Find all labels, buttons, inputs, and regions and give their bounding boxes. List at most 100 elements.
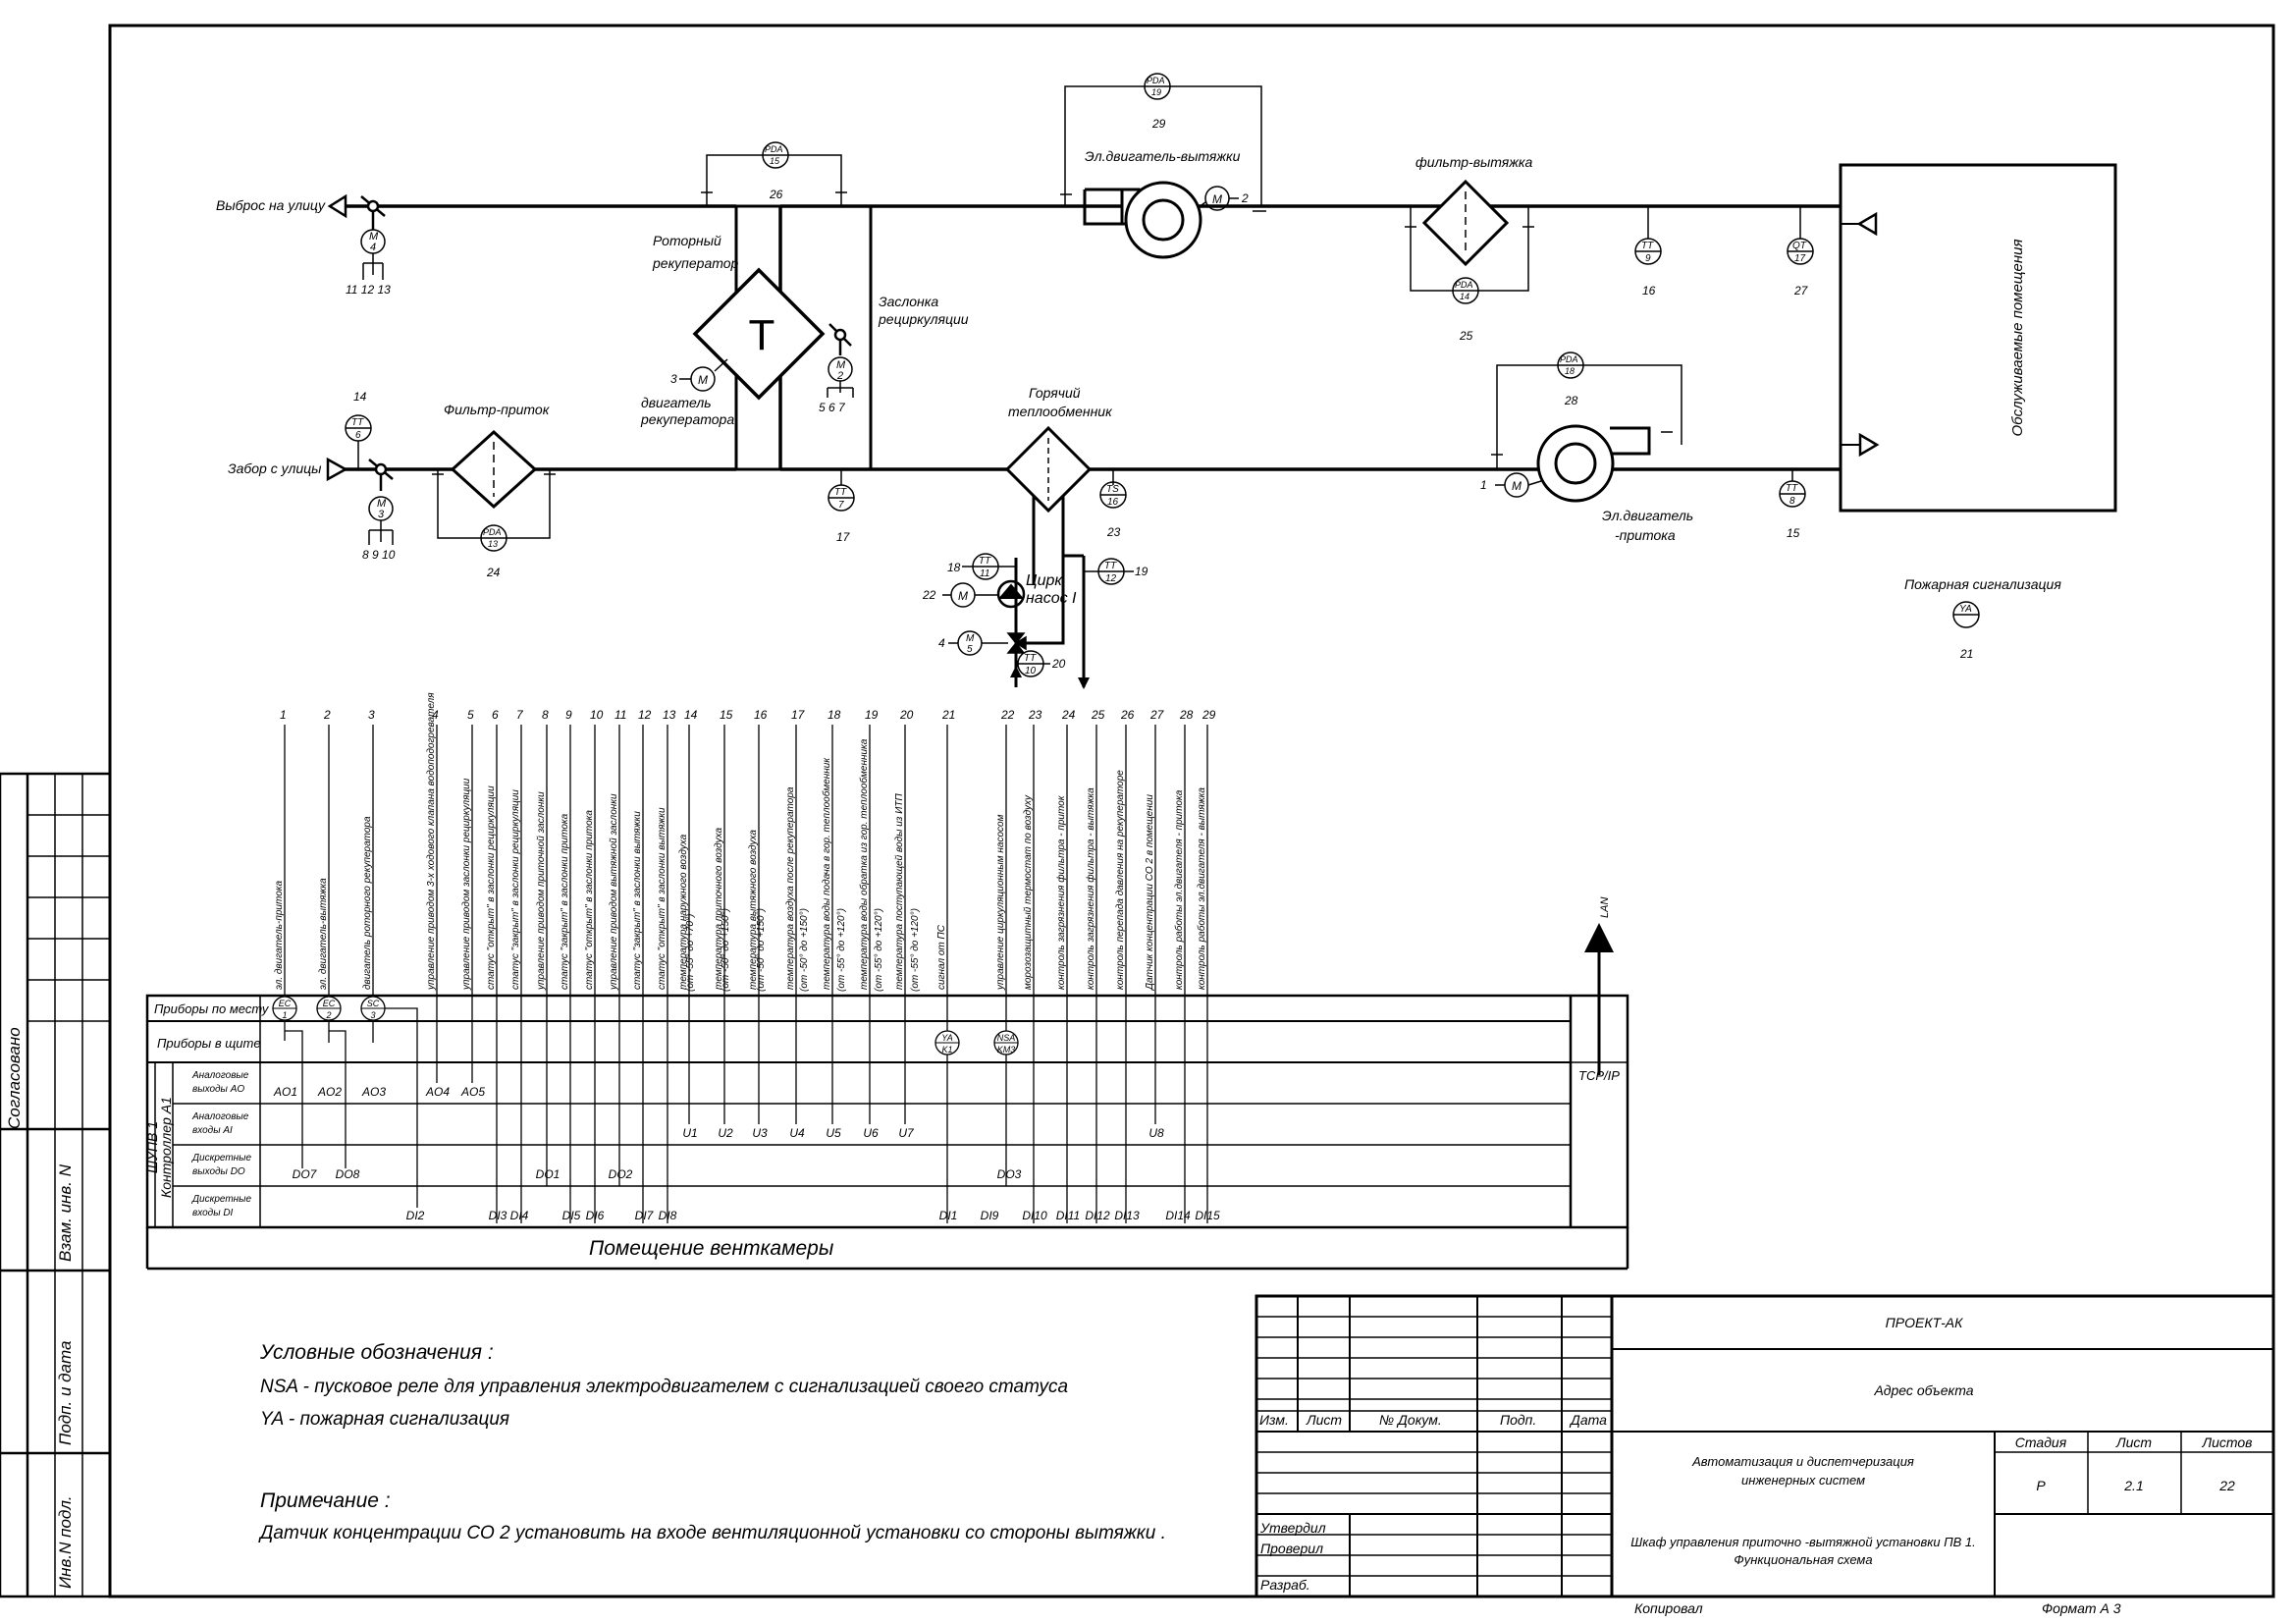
filter-supply-label: Фильтр-приток xyxy=(444,402,551,417)
qt17-channel: 27 xyxy=(1793,284,1809,298)
pda15-type: PDA xyxy=(765,144,783,154)
motor-m4 xyxy=(360,229,386,280)
ai-u2: U2 xyxy=(718,1126,733,1140)
column-desc-21: сигнал от ПС xyxy=(936,924,947,990)
tb-list: Лист xyxy=(1306,1412,1342,1428)
room-ventchamber-label: Помещение венткамеры xyxy=(589,1237,834,1260)
di-di11: DI11 xyxy=(1056,1209,1080,1222)
di-di15: DI15 xyxy=(1195,1209,1220,1222)
column-number-14: 14 xyxy=(684,708,698,722)
rec-motor-label-1: двигатель xyxy=(641,395,712,410)
tb-sheet: 2.1 xyxy=(2123,1478,2143,1493)
local-device-3-num: 3 xyxy=(370,1010,375,1020)
di-di5: DI5 xyxy=(562,1209,581,1222)
note-text: Датчик концентрации CO 2 установить на в… xyxy=(258,1523,1166,1543)
m4-num: 4 xyxy=(370,242,376,253)
column-desc-23: морозозащитный термостат по воздуху xyxy=(1023,794,1034,990)
tt9-type: TT xyxy=(1641,241,1654,251)
damper-exhaust xyxy=(360,195,386,230)
tt8-sensor xyxy=(1779,469,1806,508)
tt12-sensor xyxy=(1084,558,1134,585)
tcpip-label: TCP/IP xyxy=(1578,1068,1620,1083)
di-di8: DI8 xyxy=(659,1209,677,1222)
tt8-num: 8 xyxy=(1789,496,1795,507)
tt9-channel: 16 xyxy=(1642,284,1656,298)
tb-address: Адрес объекта xyxy=(1873,1382,1973,1398)
tt6-type: TT xyxy=(351,417,364,428)
column-desc-7: статус "закрыт" в заслонки рециркуляции xyxy=(510,789,521,990)
ya21-type: YA xyxy=(1959,604,1972,615)
tb-developed: Разраб. xyxy=(1260,1577,1310,1593)
column-number-25: 25 xyxy=(1091,708,1105,722)
column-number-27: 27 xyxy=(1149,708,1165,722)
range-20: (от -55° до +120°) xyxy=(910,908,921,992)
column-number-24: 24 xyxy=(1061,708,1076,722)
do-do1: DO1 xyxy=(536,1167,561,1181)
ao-ao5: AO5 xyxy=(460,1085,485,1099)
m3-num: 3 xyxy=(378,509,385,520)
m3-label: M xyxy=(377,498,387,510)
column-desc-18: температура воды подача в гор. теплообме… xyxy=(821,757,832,990)
column-desc-16: температура вытяжного воздуха xyxy=(748,830,759,990)
pda18-channel: 28 xyxy=(1564,394,1578,407)
column-number-20: 20 xyxy=(899,708,914,722)
exhaust-motor-label: Эл.двигатель-вытяжки xyxy=(1085,148,1241,164)
recuperator-label-2: рекуператор xyxy=(652,255,739,271)
pda14-sensor xyxy=(1405,206,1534,304)
tb-checked: Проверил xyxy=(1260,1541,1323,1556)
di-di3: DI3 xyxy=(489,1209,507,1222)
m5-channel: 4 xyxy=(938,636,945,650)
legend-ya: YA - пожарная сигнализация xyxy=(260,1409,509,1430)
lan-label: LAN xyxy=(1599,897,1611,918)
ai-u5: U5 xyxy=(826,1126,841,1140)
tt11-channel: 18 xyxy=(947,561,961,574)
tb-izm: Изм. xyxy=(1259,1412,1289,1428)
pda15-channel: 26 xyxy=(769,188,783,201)
di-di14: DI14 xyxy=(1165,1209,1191,1222)
m2-channels: 5 6 7 xyxy=(819,401,846,414)
panel-device-nsa-num: KM3 xyxy=(997,1045,1016,1055)
damper-intake xyxy=(368,459,394,491)
legend-title: Условные обозначения : xyxy=(259,1341,494,1364)
tb-stage-h: Стадия xyxy=(2015,1434,2067,1450)
tb-approved: Утвердил xyxy=(1259,1520,1326,1536)
tt12-channel: 19 xyxy=(1135,565,1148,578)
m5-label: M xyxy=(966,633,975,644)
pda19-num: 19 xyxy=(1151,87,1161,97)
column-number-2: 2 xyxy=(323,708,331,722)
exh-motor-m: M xyxy=(1212,192,1222,206)
tt11-num: 11 xyxy=(980,568,989,579)
column-number-19: 19 xyxy=(865,708,879,722)
row-di-2: входы DI xyxy=(192,1208,234,1218)
tt7-channel: 17 xyxy=(836,530,851,544)
qt17-num: 17 xyxy=(1794,253,1806,264)
local-device-3-type: SC xyxy=(367,999,380,1008)
di-di9: DI9 xyxy=(981,1209,999,1222)
tb-sheet-h: Лист xyxy=(2115,1434,2152,1450)
tt6-sensor xyxy=(345,414,372,469)
tt10-channel: 20 xyxy=(1051,657,1066,671)
column-number-18: 18 xyxy=(828,708,841,722)
tt11-sensor xyxy=(962,553,1016,580)
pda18-sensor xyxy=(1496,352,1682,469)
local-branch-2 xyxy=(329,1030,347,1168)
column-desc-17: температура воздуха после рекуператора xyxy=(785,786,796,990)
pump-motor-num: 22 xyxy=(922,588,936,602)
tt10-sensor xyxy=(1016,650,1050,677)
qt17-sensor xyxy=(1787,206,1814,265)
motor-m5 xyxy=(948,630,1008,656)
column-number-13: 13 xyxy=(663,708,676,722)
fire-alarm-label: Пожарная сигнализация xyxy=(1904,576,2061,592)
column-number-6: 6 xyxy=(492,708,499,722)
row-do-1: Дискретные xyxy=(191,1153,252,1163)
recuperator-motor xyxy=(679,358,728,392)
column-desc-11: управление приводом вытяжной заслонки xyxy=(609,793,619,991)
controller-table xyxy=(145,994,1629,1271)
pump-label-1: Цирк. xyxy=(1026,572,1066,589)
tt7-type: TT xyxy=(834,487,847,498)
hx-label-1: Горячий xyxy=(1029,385,1081,401)
motor-m2 xyxy=(827,356,854,398)
column-desc-12: статус "закрыт" в заслонки вытяжки xyxy=(632,811,643,990)
column-desc-29: контроль работы эл.двигателя - вытяжка xyxy=(1196,787,1207,990)
